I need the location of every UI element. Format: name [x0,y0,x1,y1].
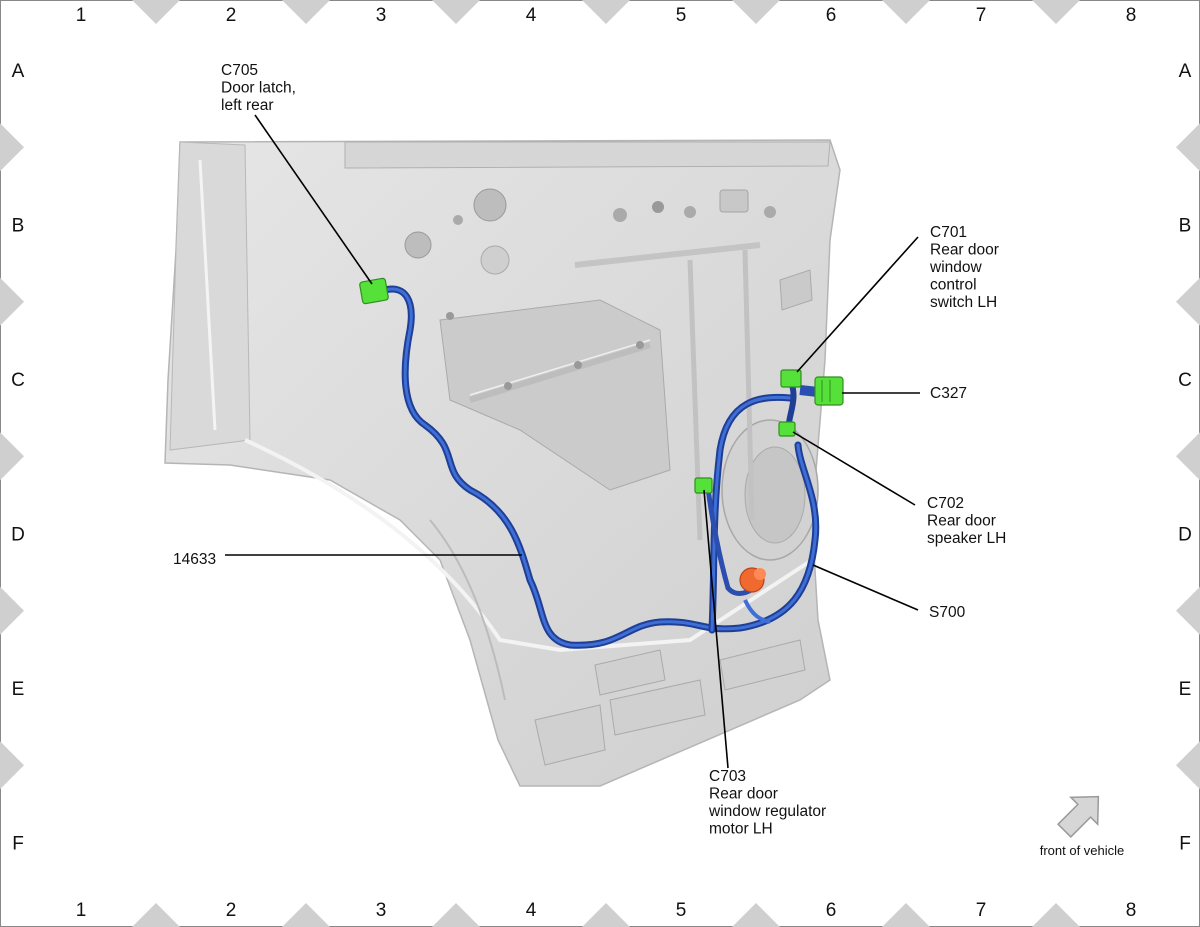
grid-column-label: 4 [526,900,537,921]
grid-column-label: 8 [1126,900,1137,921]
label-14633: 14633 [173,551,216,568]
grid-row-label: E [1179,679,1192,700]
grid-row-label: B [1179,216,1192,237]
grid-marker-right [1176,277,1200,326]
orientation-label: front of vehicle [1040,843,1125,858]
orientation-indicator: front of vehicle [1040,795,1125,858]
grid-marker-left [0,741,24,790]
grid-row-label: C [11,370,25,391]
connector-c702 [778,421,796,437]
label-c705: C705 Door latch, left rear [221,62,300,114]
grid-marker-right [1176,432,1200,481]
arrow-up-right-icon [1057,795,1100,838]
grid-column-label: 3 [376,5,387,26]
grid-marker-bottom [582,903,630,927]
grid-column-label: 2 [226,5,237,26]
grid-column-label: 4 [526,5,537,26]
grid-row-label: A [12,61,25,82]
grid-column-label: 1 [76,5,87,26]
grid-marker-top [132,0,180,24]
grid-marker-right [1176,586,1200,635]
grid-row-label: D [1178,525,1192,546]
grid-column-label: 5 [676,900,687,921]
leader-c703 [703,489,729,769]
grid-column-label: 5 [676,5,687,26]
grid-row-label: B [12,216,25,237]
grid-marker-bottom [432,903,480,927]
splice-s700 [739,567,766,593]
grid-marker-left [0,123,24,172]
grid-column-labels-bottom: 1 2 3 4 5 6 7 8 [76,900,1137,921]
grid-marker-bottom [132,903,180,927]
grid-column-labels-top: 1 2 3 4 5 6 7 8 [76,5,1137,26]
grid-marker-right [1176,741,1200,790]
grid-marker-top [1032,0,1080,24]
leader-s700 [812,564,919,611]
grid-marker-bottom [1032,903,1080,927]
label-s700: S700 [929,604,966,621]
grid-column-label: 7 [976,900,987,921]
grid-marker-top [432,0,480,24]
grid-row-label: F [1179,834,1191,855]
grid-column-label: 6 [826,5,837,26]
label-c703: C703 Rear door window regulator motor LH [708,768,831,838]
leader-c705 [254,114,373,285]
grid-marker-bottom [882,903,930,927]
grid-marker-top [732,0,780,24]
leader-c702 [792,431,916,506]
grid-row-label: F [12,834,24,855]
grid-column-label: 1 [76,900,87,921]
grid-marker-bottom [732,903,780,927]
grid-marker-top [282,0,330,24]
label-c702: C702 Rear door speaker LH [927,495,1006,547]
grid-column-label: 8 [1126,5,1137,26]
grid-row-label: C [1178,370,1192,391]
grid-row-label: D [11,525,25,546]
leader-lines [225,114,920,769]
label-c701: C701 Rear door window control switch LH [929,224,1003,311]
connector-c327 [814,376,844,406]
grid-column-label: 7 [976,5,987,26]
label-c327: C327 [930,385,967,402]
grid-row-label: E [12,679,25,700]
grid-marker-right [1176,123,1200,172]
grid-column-label: 6 [826,900,837,921]
grid-column-label: 2 [226,900,237,921]
connector-c701 [780,369,802,388]
grid-column-label: 3 [376,900,387,921]
grid-row-labels-right: A B C D E F [1178,61,1192,855]
leader-c701 [796,236,919,373]
grid-marker-top [882,0,930,24]
grid-marker-left [0,586,24,635]
grid-marker-bottom [282,903,330,927]
grid-marker-top [582,0,630,24]
grid-marker-left [0,432,24,481]
grid-marker-left [0,277,24,326]
connector-c705 [359,277,389,305]
grid-row-labels-left: A B C D E F [11,61,25,855]
grid-row-label: A [1179,61,1192,82]
